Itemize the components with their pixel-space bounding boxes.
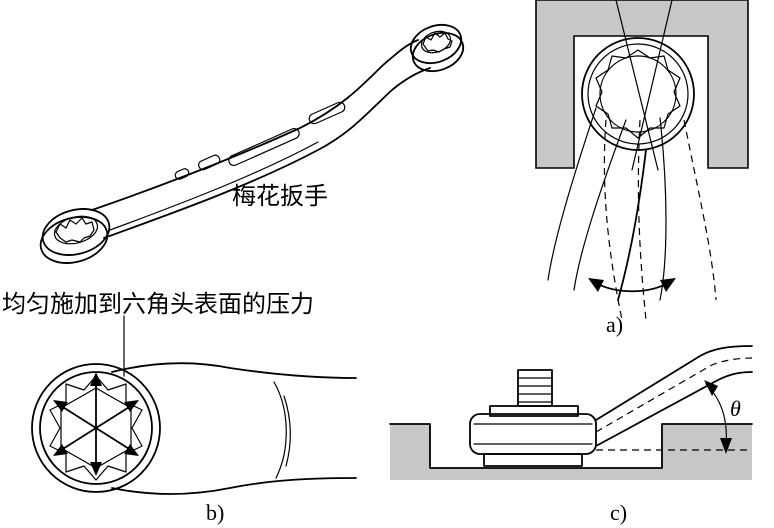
pressure-arrows <box>53 372 139 476</box>
diagram-c-offset-angle <box>389 345 753 480</box>
box-end-wrench-illustration <box>39 23 465 264</box>
caption-b: b) <box>206 500 225 525</box>
caption-a: a) <box>606 312 624 337</box>
pressure-note-label: 均匀施加到六角头表面的压力 <box>2 290 314 318</box>
caption-c: c) <box>610 500 628 525</box>
angle-theta-label: θ <box>730 396 741 421</box>
wrench-name-label: 梅花扳手 <box>232 182 328 210</box>
diagram-b-pressure-distribution <box>31 315 357 495</box>
diagram-a-recessed-nut <box>535 0 749 321</box>
